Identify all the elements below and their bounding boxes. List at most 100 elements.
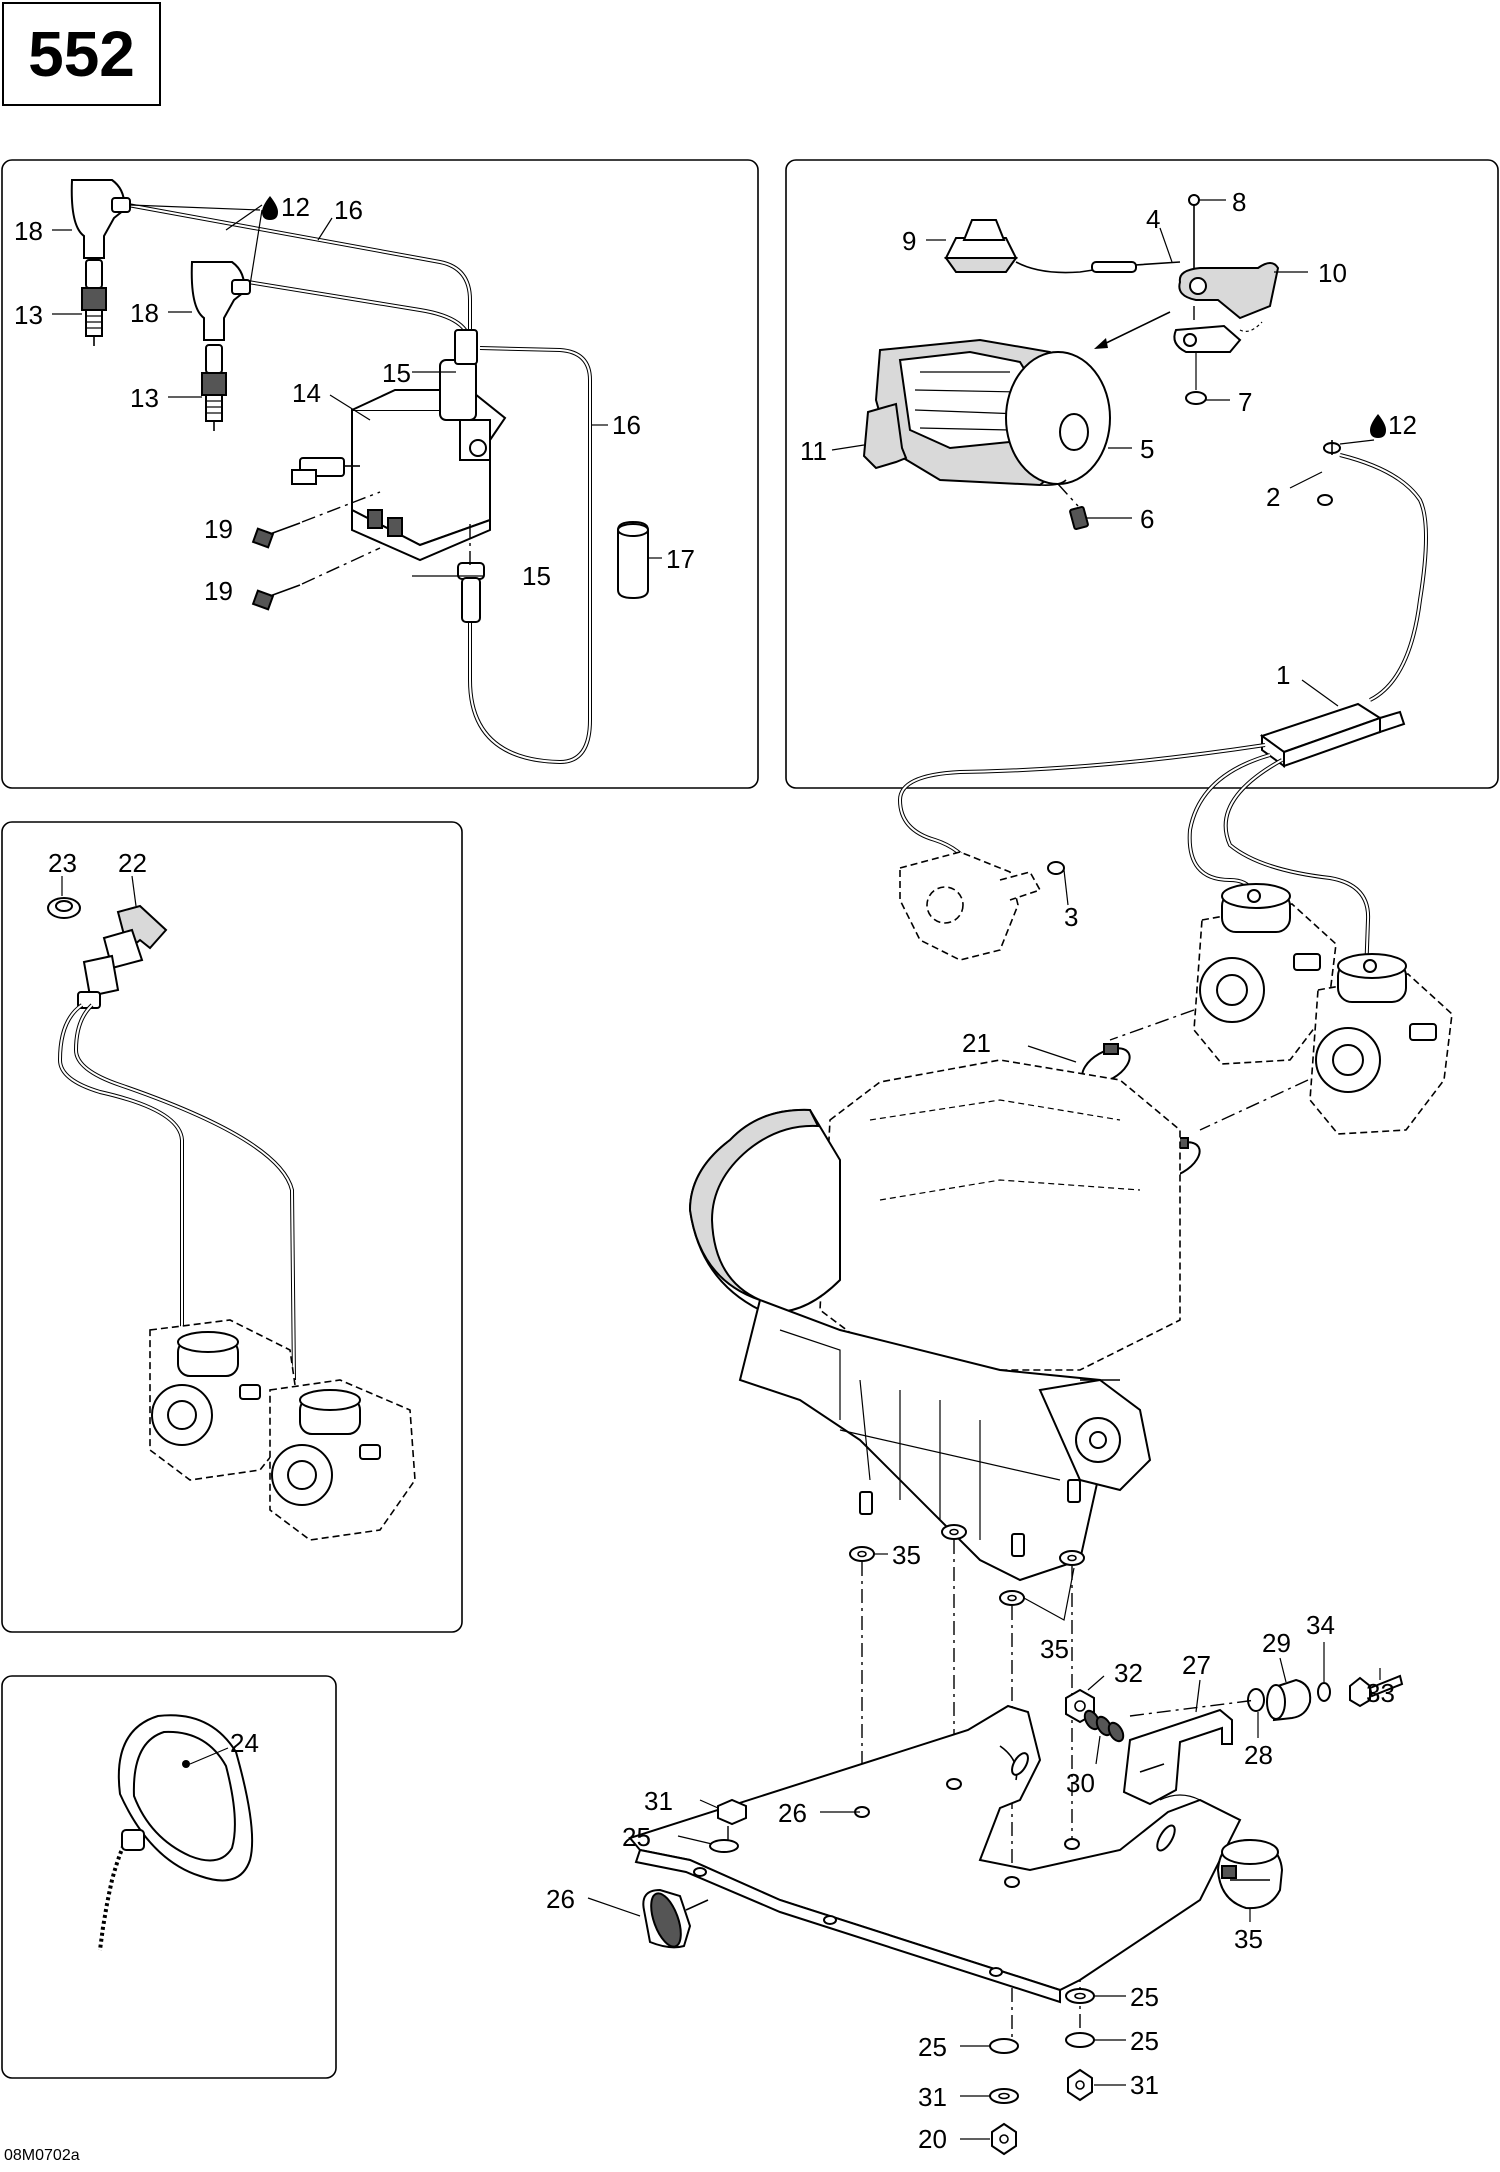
callout-label: 19 xyxy=(204,576,233,606)
callout-label: 30 xyxy=(1066,1768,1095,1798)
callout-label: 25 xyxy=(918,2032,947,2062)
choke-cap xyxy=(97,1714,254,1951)
callout-label: 13 xyxy=(14,300,43,330)
nut-31-lower-right xyxy=(1067,2068,1093,2102)
callout-label: 27 xyxy=(1182,1650,1211,1680)
washer-25-lower-b xyxy=(989,2088,1019,2104)
engine-mounting-plate xyxy=(628,1704,1242,2004)
callout-label: 8 xyxy=(1232,187,1246,217)
callout-label: 6 xyxy=(1140,504,1154,534)
callout-label: 4 xyxy=(1146,204,1160,234)
lubricant-drop-icon xyxy=(262,196,278,220)
throttle-housing xyxy=(874,338,1111,487)
carburetor-pair xyxy=(1193,883,1453,1135)
washer-35-upper xyxy=(849,1524,1085,1606)
callout-label: 25 xyxy=(1130,2026,1159,2056)
choke-cable-2 xyxy=(73,1003,296,1381)
callout-label: 33 xyxy=(1366,1678,1395,1708)
panel-cap-border xyxy=(1,1675,337,2079)
callout-label: 21 xyxy=(962,1028,991,1058)
cable-clip xyxy=(1323,440,1341,455)
screw-19-b xyxy=(251,584,301,611)
retaining-clip xyxy=(1185,391,1207,405)
spark-plug-1 xyxy=(81,259,107,346)
callout-label: 26 xyxy=(546,1884,575,1914)
callout-label: 26 xyxy=(778,1798,807,1828)
callout-label: 7 xyxy=(1238,387,1252,417)
callout-label: 24 xyxy=(230,1728,259,1758)
callout-label: 18 xyxy=(130,298,159,328)
rubber-mount-left xyxy=(642,1888,709,1949)
callout-label: 2 xyxy=(1266,482,1280,512)
callout-label: 17 xyxy=(666,544,695,574)
callout-label: 20 xyxy=(918,2124,947,2154)
cable-junction-block xyxy=(1259,702,1406,768)
rubber-mount-right xyxy=(1216,1838,1284,1910)
ht-wire-1 xyxy=(127,203,472,340)
panel-cap: 24 xyxy=(1,1675,337,2079)
callout-label: 35 xyxy=(892,1540,921,1570)
callout-label: 25 xyxy=(1130,1982,1159,2012)
callout-label: 11 xyxy=(800,436,827,466)
callout-label: 16 xyxy=(334,195,363,225)
callout-label: 31 xyxy=(1130,2070,1159,2100)
callout-label: 28 xyxy=(1244,1740,1273,1770)
callout-label: 19 xyxy=(204,514,233,544)
engine-stop-switch xyxy=(944,219,1181,274)
callout-label: 5 xyxy=(1140,434,1154,464)
spark-plug-cap-2 xyxy=(190,261,251,341)
panel-throttle-border xyxy=(785,159,1499,789)
callout-label: 22 xyxy=(118,848,147,878)
spark-plug-wire-boot xyxy=(457,562,485,623)
callout-label: 35 xyxy=(1234,1924,1263,1954)
nut-31-upper xyxy=(717,1798,747,1826)
callout-label: 12 xyxy=(281,192,310,222)
oil-pump xyxy=(899,851,1065,961)
washer-25-lower-a xyxy=(989,2038,1019,2054)
choke-lever xyxy=(77,904,168,1009)
throttle-lever xyxy=(1173,262,1280,353)
throttle-cable-branches xyxy=(897,743,1371,976)
engine-assembly: 21 xyxy=(546,883,1453,2156)
callout-label: 23 xyxy=(48,848,77,878)
panel-choke-border xyxy=(1,821,463,1633)
carburetor-pair-small xyxy=(149,1319,416,1541)
page-number-box: 552 xyxy=(2,2,161,106)
page-number: 552 xyxy=(28,18,135,90)
callout-label: 34 xyxy=(1306,1610,1335,1640)
housing-insert xyxy=(862,402,908,470)
callout-label: 16 xyxy=(612,410,641,440)
cable-end-clip xyxy=(1317,494,1333,506)
washer-35-lower xyxy=(1065,1988,1095,2004)
panel-ignition: 18 12 16 13 18 13 14 15 16 19 17 19 15 xyxy=(1,159,759,789)
callout-label: 25 xyxy=(622,1822,651,1852)
callout-label: 29 xyxy=(1262,1628,1291,1658)
screw-19-a xyxy=(251,522,301,549)
spark-plug-2 xyxy=(201,344,227,431)
callout-label: 35 xyxy=(1040,1634,1069,1664)
callout-label: 15 xyxy=(522,561,551,591)
callout-label: 14 xyxy=(292,378,321,408)
washer-34 xyxy=(1317,1682,1331,1702)
panel-throttle: 8 9 4 10 7 12 11 5 2 6 1 xyxy=(785,159,1499,789)
drawing-code: 08M0702a xyxy=(4,2147,80,2164)
protective-sleeve xyxy=(617,520,649,600)
callout-label: 18 xyxy=(14,216,43,246)
callout-label: 15 xyxy=(382,358,411,388)
callout-label: 10 xyxy=(1318,258,1347,288)
panel-choke: 23 22 xyxy=(1,821,463,1633)
callout-label: 31 xyxy=(918,2082,947,2112)
washer-25-upper xyxy=(709,1839,739,1853)
callout-label: 12 xyxy=(1388,410,1417,440)
mounting-bolt xyxy=(1349,1674,1404,1708)
ignition-coil xyxy=(291,329,507,562)
callout-label: 9 xyxy=(902,226,916,256)
set-screw xyxy=(1069,505,1089,531)
engine-block xyxy=(688,1059,1181,1582)
pin xyxy=(1188,194,1200,272)
washer-25-lower-right xyxy=(1065,2032,1095,2048)
panel-ignition-border xyxy=(1,159,759,789)
spark-plug-cap-1 xyxy=(70,179,131,259)
nut-31-lower-left xyxy=(991,2122,1017,2156)
